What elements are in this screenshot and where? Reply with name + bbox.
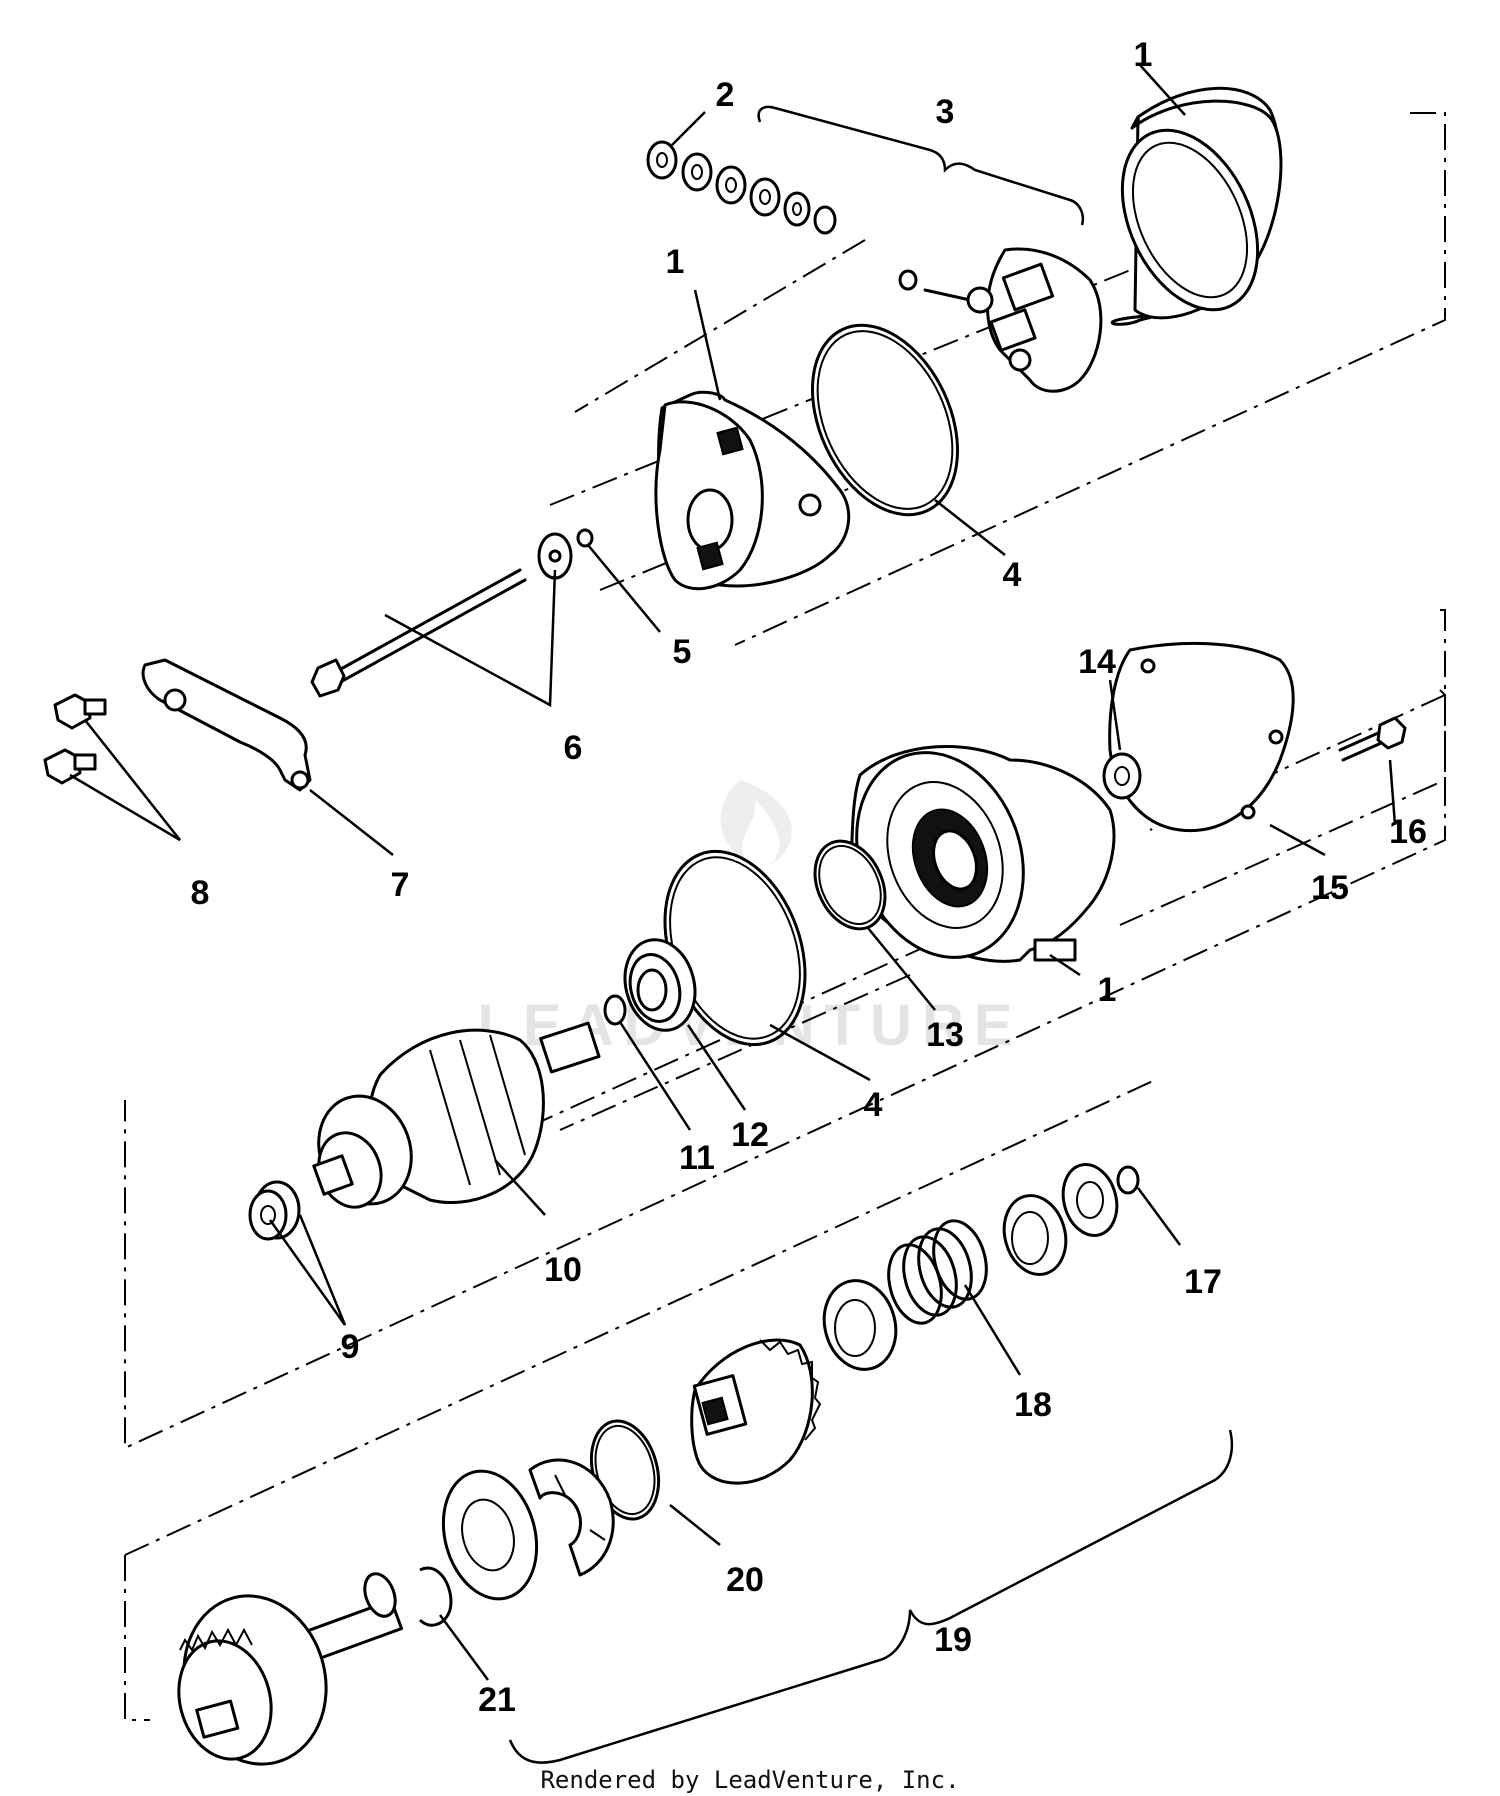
callout-1-front-housing: 1 bbox=[1098, 971, 1117, 1009]
o-ring-top bbox=[810, 323, 960, 517]
callout-19: 19 bbox=[934, 1621, 972, 1659]
callout-13: 13 bbox=[926, 1016, 964, 1054]
callout-15: 15 bbox=[1311, 869, 1349, 907]
callout-1-rear-cover: 1 bbox=[666, 243, 685, 281]
rendered-by-credit: Rendered by LeadVenture, Inc. bbox=[540, 1766, 959, 1794]
callouts: 1 2 3 1 4 5 6 7 8 14 16 15 1 13 4 12 11 … bbox=[191, 36, 1427, 1719]
callout-10: 10 bbox=[544, 1251, 582, 1289]
gasket bbox=[1108, 641, 1295, 833]
pinion-gear bbox=[177, 1572, 404, 1766]
clutch-stack bbox=[822, 1163, 1140, 1371]
callout-9: 9 bbox=[341, 1328, 360, 1366]
callout-11: 11 bbox=[679, 1139, 715, 1177]
washers-9 bbox=[248, 1180, 301, 1241]
callout-17: 17 bbox=[1184, 1263, 1222, 1301]
callout-4-middle: 4 bbox=[864, 1086, 883, 1124]
callout-20: 20 bbox=[726, 1561, 764, 1599]
bracket-19 bbox=[508, 1429, 1234, 1764]
callout-1-yoke: 1 bbox=[1134, 36, 1153, 74]
washer-set bbox=[646, 140, 837, 235]
callout-2: 2 bbox=[716, 76, 735, 114]
through-bolts bbox=[310, 528, 594, 698]
clutch-gear bbox=[690, 1338, 822, 1485]
callout-3: 3 bbox=[936, 93, 955, 131]
front-housing bbox=[850, 745, 1116, 963]
mounting-bracket bbox=[43, 658, 312, 792]
bracket-3 bbox=[757, 105, 1085, 226]
callout-12: 12 bbox=[731, 1116, 769, 1154]
callout-7: 7 bbox=[391, 866, 410, 904]
leader-lines bbox=[69, 64, 1397, 1681]
brush-holder bbox=[898, 247, 1103, 393]
segmented-collar bbox=[528, 1458, 615, 1577]
callout-6: 6 bbox=[564, 729, 583, 767]
callout-18: 18 bbox=[1014, 1386, 1052, 1424]
callout-8: 8 bbox=[191, 874, 210, 912]
clip-11 bbox=[603, 994, 627, 1026]
washer-14 bbox=[1102, 752, 1142, 800]
yoke-housing bbox=[1110, 86, 1283, 326]
callout-16: 16 bbox=[1389, 813, 1427, 851]
callout-5: 5 bbox=[673, 633, 692, 671]
armature bbox=[312, 1021, 601, 1209]
o-ring-13 bbox=[813, 839, 887, 931]
callout-4-top: 4 bbox=[1003, 556, 1022, 594]
callout-14: 14 bbox=[1078, 643, 1116, 681]
spring-18 bbox=[887, 1219, 988, 1325]
bolt-16 bbox=[1338, 716, 1407, 762]
bearing-12 bbox=[623, 938, 697, 1032]
callout-21: 21 bbox=[478, 1681, 516, 1719]
rear-cover bbox=[654, 390, 851, 591]
snap-ring-21 bbox=[418, 1566, 453, 1627]
washer-disc bbox=[441, 1469, 539, 1601]
